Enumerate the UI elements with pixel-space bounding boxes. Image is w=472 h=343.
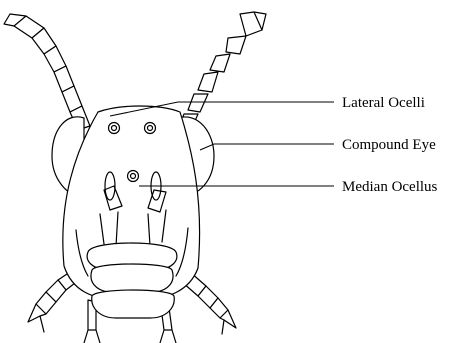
right-lateral-ocellus [145, 123, 156, 134]
label-lateral-ocelli: Lateral Ocelli [342, 95, 425, 111]
left-lateral-ocellus [109, 123, 120, 134]
median-ocellus-dot [128, 171, 139, 182]
labels: Lateral Ocelli Compound Eye Median Ocell… [342, 95, 438, 195]
labium [92, 290, 175, 318]
leader-compound-eye [200, 144, 334, 150]
label-median-ocellus: Median Ocellus [342, 179, 438, 195]
labrum-lower [91, 264, 173, 292]
label-compound-eye: Compound Eye [342, 137, 436, 153]
mouthparts [87, 243, 177, 318]
